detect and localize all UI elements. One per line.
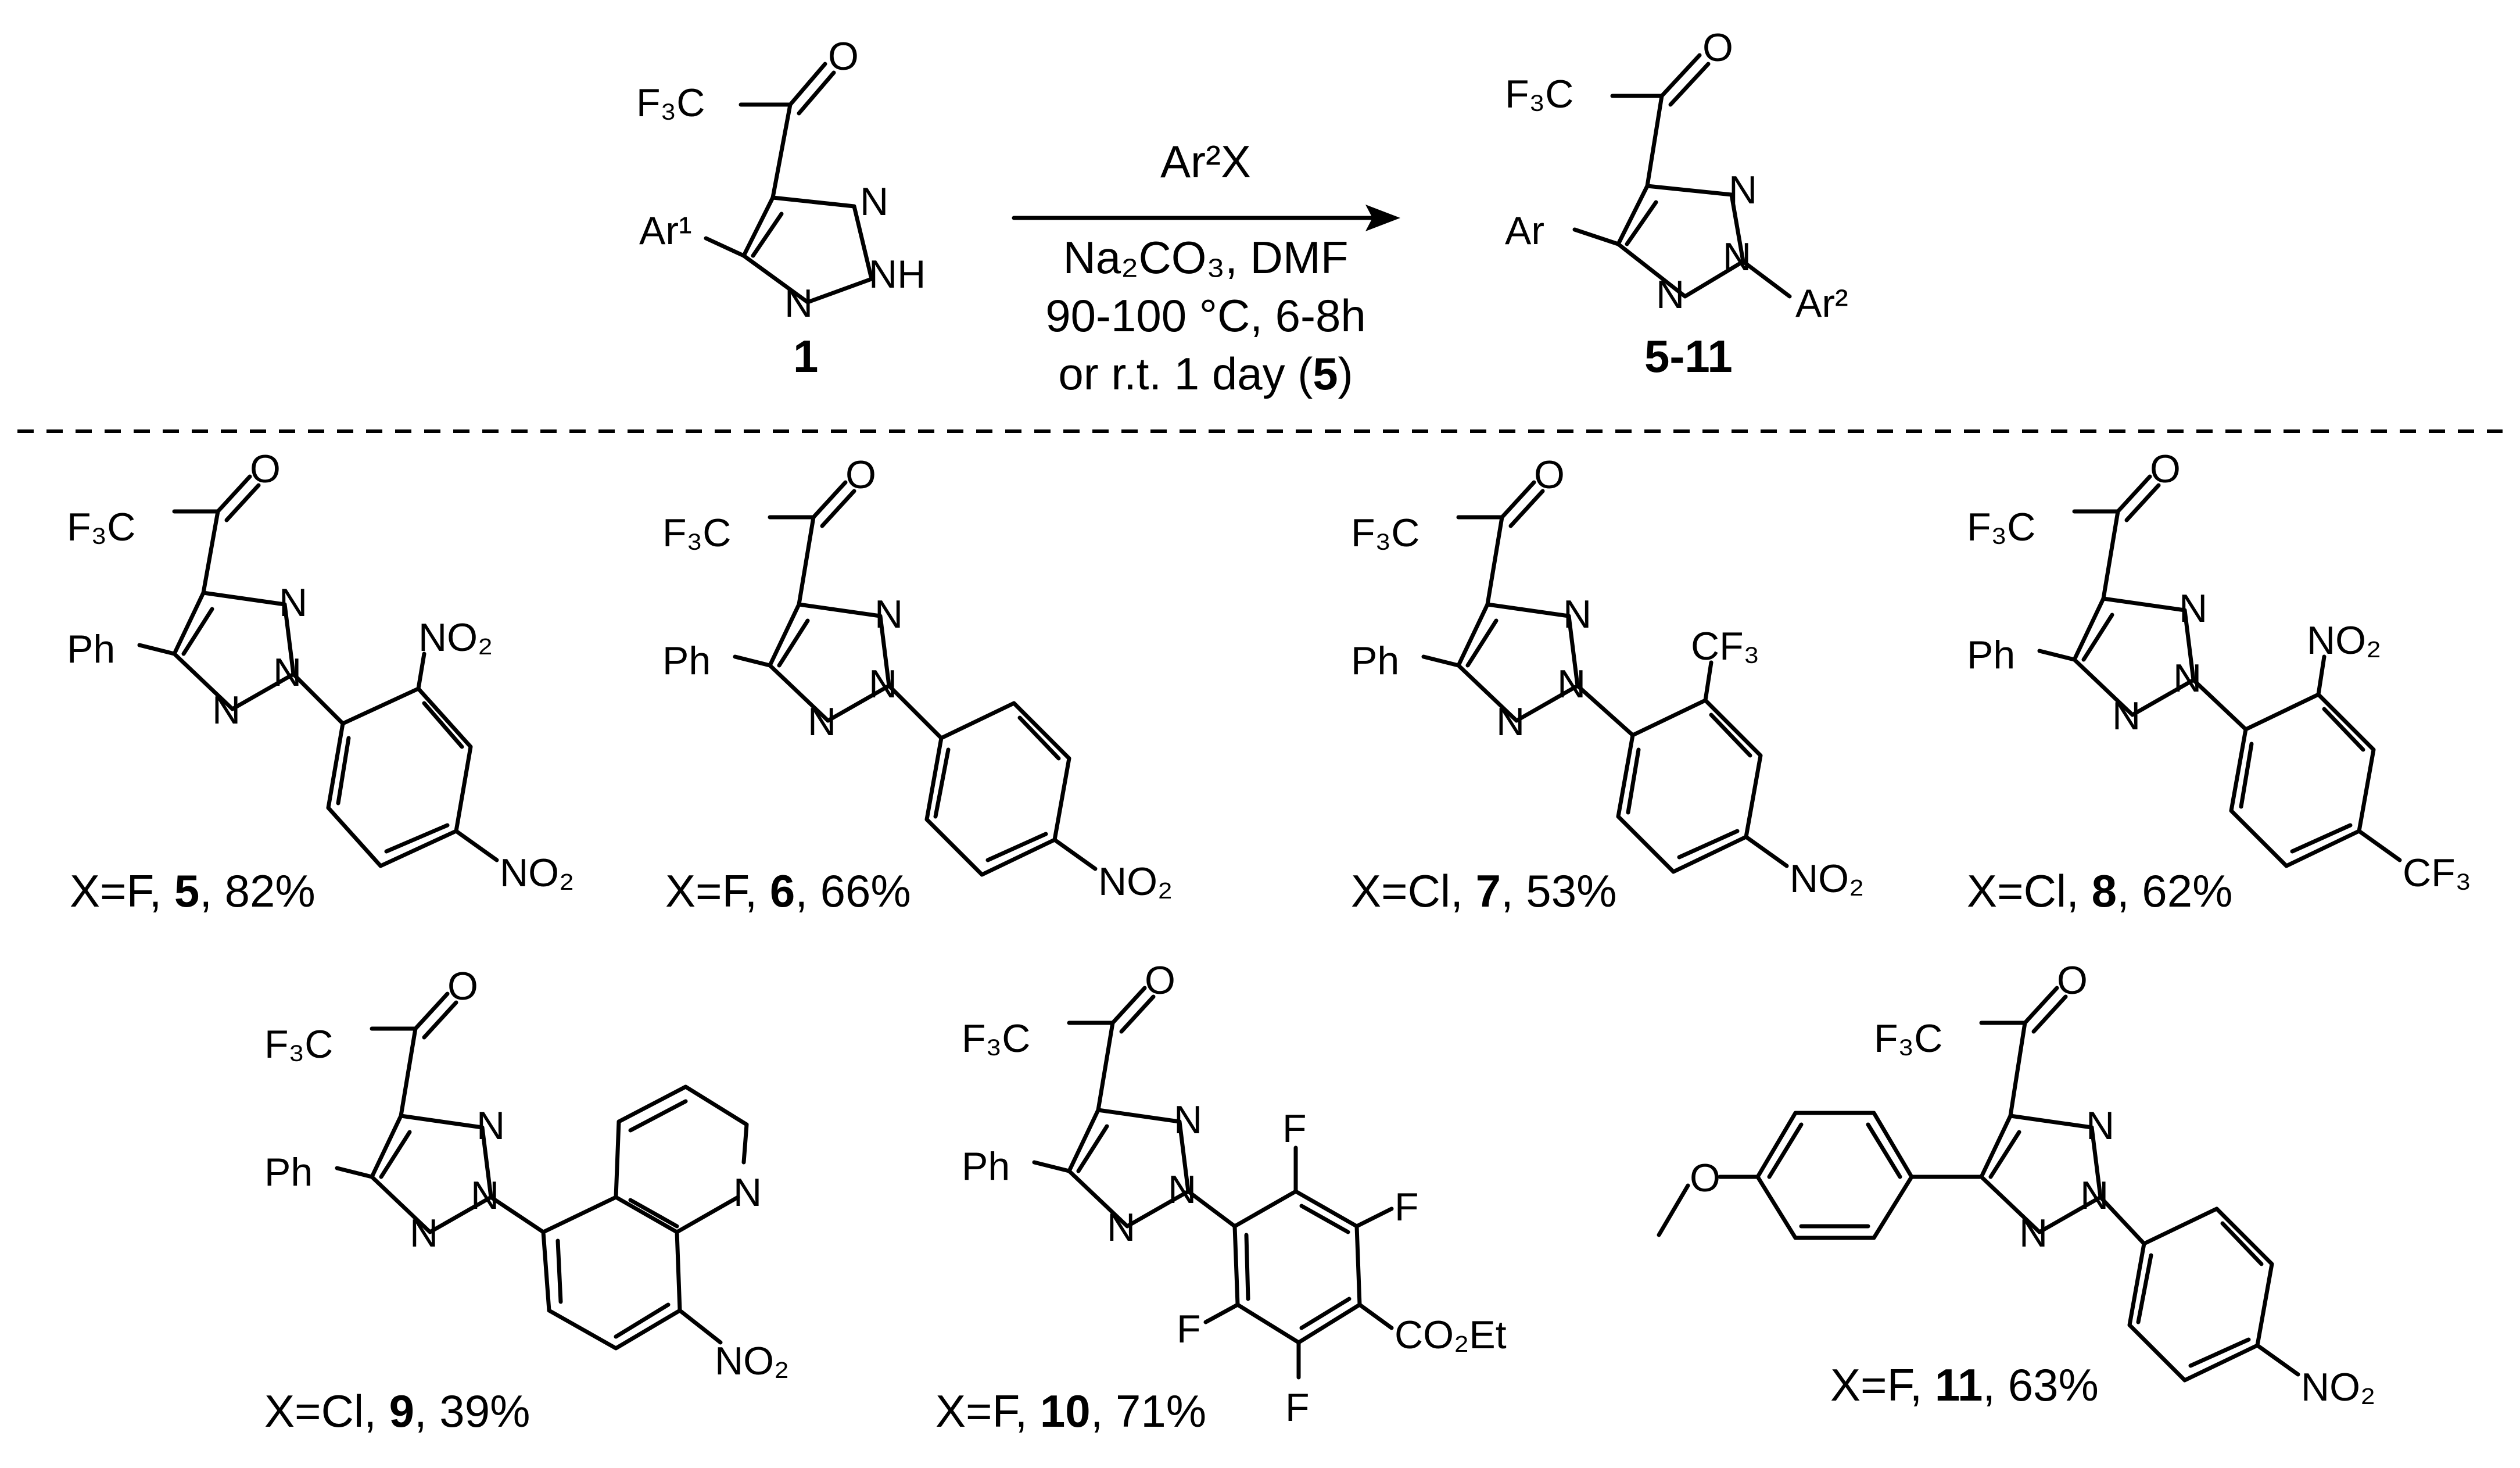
- sm-number: 1: [793, 331, 818, 382]
- c8-sub2: CF₃: [2403, 851, 2471, 895]
- c5-o: O: [250, 447, 281, 491]
- prod-carbonyl-o: O: [1702, 26, 1733, 70]
- c8-cf3: F₃C: [1967, 505, 2035, 549]
- c10-ester: CO₂Et: [1395, 1313, 1507, 1357]
- c9-ph: Ph: [264, 1150, 313, 1194]
- sm-cf3-label: F₃C: [636, 81, 705, 125]
- c6-n2: N: [869, 662, 897, 706]
- c6-sub2: NO₂: [1098, 860, 1173, 904]
- conditions-line-3: or r.t. 1 day (5): [1058, 348, 1353, 399]
- c8-ph: Ph: [1967, 633, 2015, 677]
- c10-n2: N: [1168, 1168, 1196, 1212]
- sm-n-bottom: N: [784, 281, 813, 325]
- c9-n2: N: [471, 1173, 499, 1218]
- prod-n-bottom: N: [1656, 273, 1684, 317]
- c11-n3: N: [2019, 1211, 2048, 1255]
- c5-cf3: F₃C: [67, 505, 135, 549]
- c10-f4: F: [1285, 1385, 1310, 1430]
- c5-n2: N: [273, 650, 302, 694]
- c10-f2: F: [1395, 1185, 1419, 1229]
- c7-sub2: NO₂: [1790, 857, 1864, 901]
- c5-n3: N: [212, 688, 241, 732]
- c11-n1: N: [2086, 1104, 2114, 1148]
- c7-cf3: F₃C: [1351, 511, 1419, 555]
- c9-ring-n: N: [733, 1170, 762, 1215]
- c10-cf3: F₃C: [962, 1016, 1030, 1061]
- c6-n3: N: [808, 700, 836, 744]
- compound-10: F₃C O Ph N N N F F F F CO₂Et X=F, 10, 71…: [935, 958, 1507, 1437]
- c7-o: O: [1534, 453, 1565, 497]
- prod-n-mid: N: [1723, 235, 1751, 279]
- c5-ph: Ph: [67, 627, 115, 671]
- c7-sub1: CF₃: [1691, 624, 1759, 668]
- sm-n-top: N: [860, 180, 888, 224]
- compound-8: F₃C O Ph N N N NO₂ CF₃ X=Cl, 8, 62%: [1967, 447, 2471, 916]
- prod-aryl-label: Ar: [1505, 209, 1544, 253]
- c10-n3: N: [1107, 1205, 1135, 1249]
- c6-n1: N: [874, 592, 903, 636]
- c6-cf3: F₃C: [662, 511, 731, 555]
- c6-o: O: [845, 453, 876, 497]
- c11-n2: N: [2080, 1173, 2109, 1218]
- c6-ph: Ph: [662, 639, 711, 683]
- c11-sub2: NO₂: [2301, 1365, 2375, 1409]
- conditions-line-2: 90-100 °C, 6-8h: [1045, 290, 1366, 341]
- reagent-label: Ar²X: [1160, 136, 1251, 187]
- c7-ph: Ph: [1351, 639, 1399, 683]
- reaction-arrow: Ar²X Na₂CO₃, DMF 90-100 °C, 6-8h or r.t.…: [1012, 136, 1400, 399]
- c10-f3: F: [1177, 1307, 1201, 1351]
- compound-11: F₃C O O N N N NO₂ X=F, 11, 63%: [1657, 958, 2375, 1410]
- c11-o: O: [2057, 958, 2088, 1002]
- sm-nh: NH: [869, 252, 926, 296]
- c7-n3: N: [1496, 700, 1525, 744]
- prod-aryl2-label: Ar²: [1795, 281, 1848, 325]
- c10-f1: F: [1282, 1107, 1307, 1151]
- c6-caption: X=F, 6, 66%: [665, 865, 911, 916]
- c11-ome-o: O: [1690, 1156, 1720, 1200]
- c5-sub2: NO₂: [500, 851, 574, 895]
- c10-n1: N: [1174, 1098, 1202, 1142]
- compound-5: F₃C O Ph N N N NO₂ NO₂ X=F, 5, 82%: [67, 447, 574, 916]
- c8-sub1: NO₂: [2307, 618, 2381, 663]
- product-general: F₃C O Ar N N N Ar² 5-11: [1505, 26, 1848, 382]
- c5-sub1: NO₂: [418, 615, 493, 660]
- prod-n-top: N: [1729, 168, 1757, 212]
- c10-ph: Ph: [962, 1144, 1010, 1188]
- c8-n1: N: [2179, 586, 2207, 631]
- c8-caption: X=Cl, 8, 62%: [1967, 865, 2232, 916]
- c10-caption: X=F, 10, 71%: [935, 1385, 1206, 1437]
- c5-n1: N: [279, 581, 307, 625]
- compound-9: F₃C O Ph N N N N NO₂ X=Cl, 9, 39%: [264, 964, 789, 1437]
- starting-material: F₃C O Ar¹ N N NH 1: [636, 34, 926, 382]
- compound-6: F₃C O Ph N N N NO₂ X=F, 6, 66%: [662, 453, 1173, 916]
- c8-o: O: [2150, 447, 2181, 491]
- c7-n1: N: [1563, 592, 1591, 636]
- sm-carbonyl-o: O: [828, 34, 859, 78]
- c11-caption: X=F, 11, 63%: [1830, 1359, 2099, 1410]
- c9-n3: N: [410, 1211, 438, 1255]
- c5-caption: X=F, 5, 82%: [70, 865, 316, 916]
- conditions-line-1: Na₂CO₃, DMF: [1063, 232, 1348, 283]
- compound-7: F₃C O Ph N N N CF₃ NO₂ X=Cl, 7, 53%: [1351, 453, 1864, 916]
- c9-caption: X=Cl, 9, 39%: [264, 1385, 530, 1437]
- c9-o: O: [447, 964, 478, 1008]
- prod-number: 5-11: [1644, 331, 1733, 382]
- c7-caption: X=Cl, 7, 53%: [1351, 865, 1616, 916]
- c9-cf3: F₃C: [264, 1022, 333, 1066]
- c10-o: O: [1145, 958, 1175, 1002]
- prod-cf3-label: F₃C: [1505, 72, 1573, 116]
- c7-n2: N: [1557, 662, 1586, 706]
- c9-n1: N: [476, 1104, 505, 1148]
- c8-n2: N: [2173, 656, 2202, 700]
- c11-cf3: F₃C: [1874, 1016, 1942, 1061]
- sm-aryl-label: Ar¹: [639, 209, 692, 253]
- c8-n3: N: [2112, 694, 2141, 738]
- c9-sub2: NO₂: [715, 1339, 789, 1383]
